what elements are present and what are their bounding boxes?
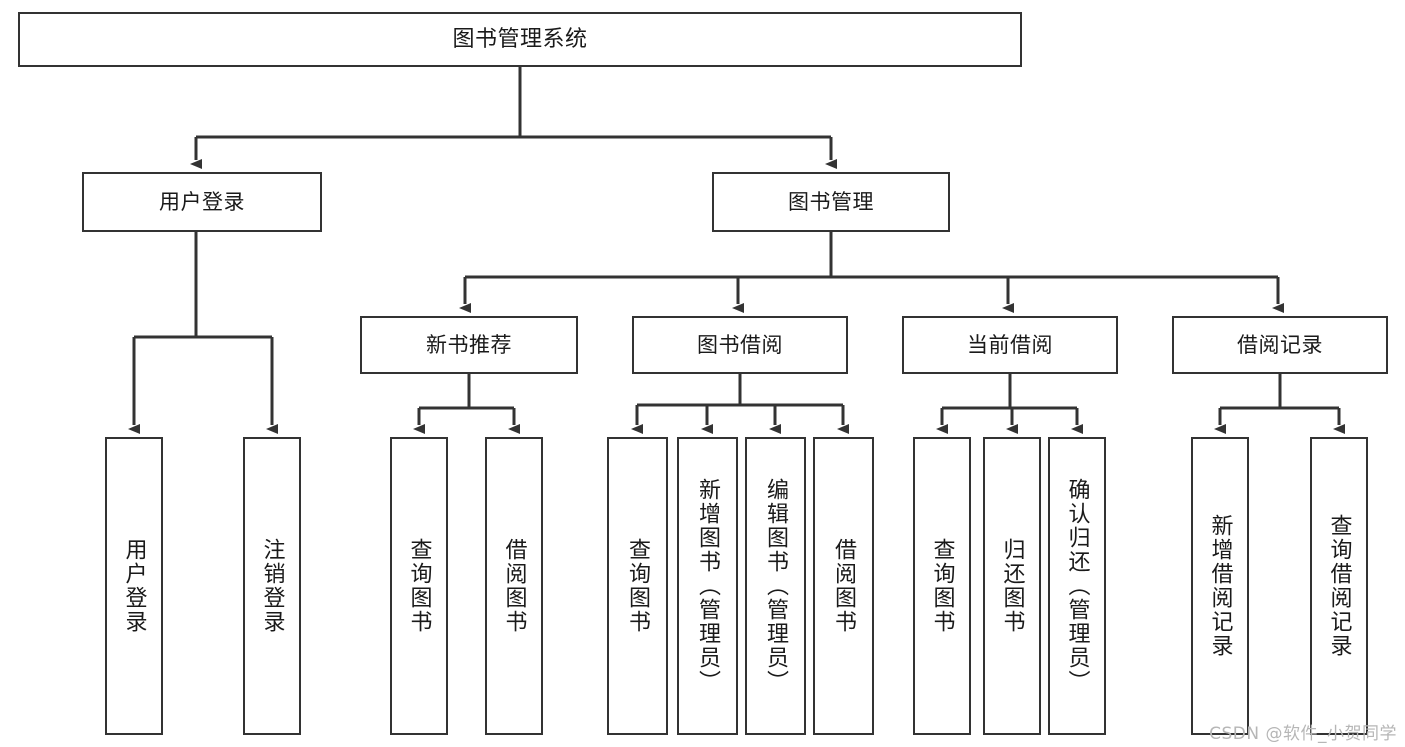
node-leaf-edit-book[interactable]: 编辑图书（管理员）	[745, 437, 806, 735]
node-leaf-borrow-book-1-label: 借阅图书	[501, 538, 527, 634]
node-leaf-query-book-1[interactable]: 查询图书	[390, 437, 448, 735]
node-user-login[interactable]: 用户登录	[82, 172, 322, 232]
node-leaf-query-book-3[interactable]: 查询图书	[913, 437, 971, 735]
node-leaf-query-book-2[interactable]: 查询图书	[607, 437, 668, 735]
node-book-borrow-label: 图书借阅	[697, 332, 783, 357]
node-leaf-borrow-book-1[interactable]: 借阅图书	[485, 437, 543, 735]
node-leaf-query-book-1-label: 查询图书	[406, 538, 432, 634]
node-leaf-add-book-label: 新增图书（管理员）	[695, 478, 721, 694]
node-leaf-user-login-label: 用户登录	[121, 538, 147, 634]
node-leaf-edit-book-label: 编辑图书（管理员）	[763, 478, 789, 694]
node-leaf-borrow-book-2-label: 借阅图书	[831, 538, 857, 634]
node-leaf-borrow-book-2[interactable]: 借阅图书	[813, 437, 874, 735]
node-leaf-query-book-3-label: 查询图书	[929, 538, 955, 634]
node-leaf-confirm-return-label: 确认归还（管理员）	[1064, 478, 1090, 694]
node-leaf-user-login[interactable]: 用户登录	[105, 437, 163, 735]
node-leaf-return-book-label: 归还图书	[999, 538, 1025, 634]
node-new-book-rec-label: 新书推荐	[426, 332, 512, 357]
node-book-borrow[interactable]: 图书借阅	[632, 316, 848, 374]
node-new-book-rec[interactable]: 新书推荐	[360, 316, 578, 374]
node-leaf-confirm-return[interactable]: 确认归还（管理员）	[1048, 437, 1106, 735]
node-leaf-add-book[interactable]: 新增图书（管理员）	[677, 437, 738, 735]
node-leaf-query-book-2-label: 查询图书	[625, 538, 651, 634]
node-borrow-record[interactable]: 借阅记录	[1172, 316, 1388, 374]
node-leaf-add-record[interactable]: 新增借阅记录	[1191, 437, 1249, 735]
node-leaf-logout-label: 注销登录	[259, 538, 285, 634]
node-root[interactable]: 图书管理系统	[18, 12, 1022, 67]
node-borrow-record-label: 借阅记录	[1237, 332, 1323, 357]
node-root-label: 图书管理系统	[452, 26, 588, 52]
node-book-manage-label: 图书管理	[788, 189, 874, 214]
node-leaf-add-record-label: 新增借阅记录	[1207, 514, 1233, 658]
node-leaf-query-record[interactable]: 查询借阅记录	[1310, 437, 1368, 735]
node-book-manage[interactable]: 图书管理	[712, 172, 950, 232]
node-user-login-label: 用户登录	[159, 189, 245, 214]
node-leaf-return-book[interactable]: 归还图书	[983, 437, 1041, 735]
watermark: CSDN @软件_小贺同学	[1209, 724, 1397, 744]
node-leaf-query-record-label: 查询借阅记录	[1326, 514, 1352, 658]
node-current-borrow[interactable]: 当前借阅	[902, 316, 1118, 374]
node-current-borrow-label: 当前借阅	[967, 332, 1053, 357]
node-leaf-logout[interactable]: 注销登录	[243, 437, 301, 735]
